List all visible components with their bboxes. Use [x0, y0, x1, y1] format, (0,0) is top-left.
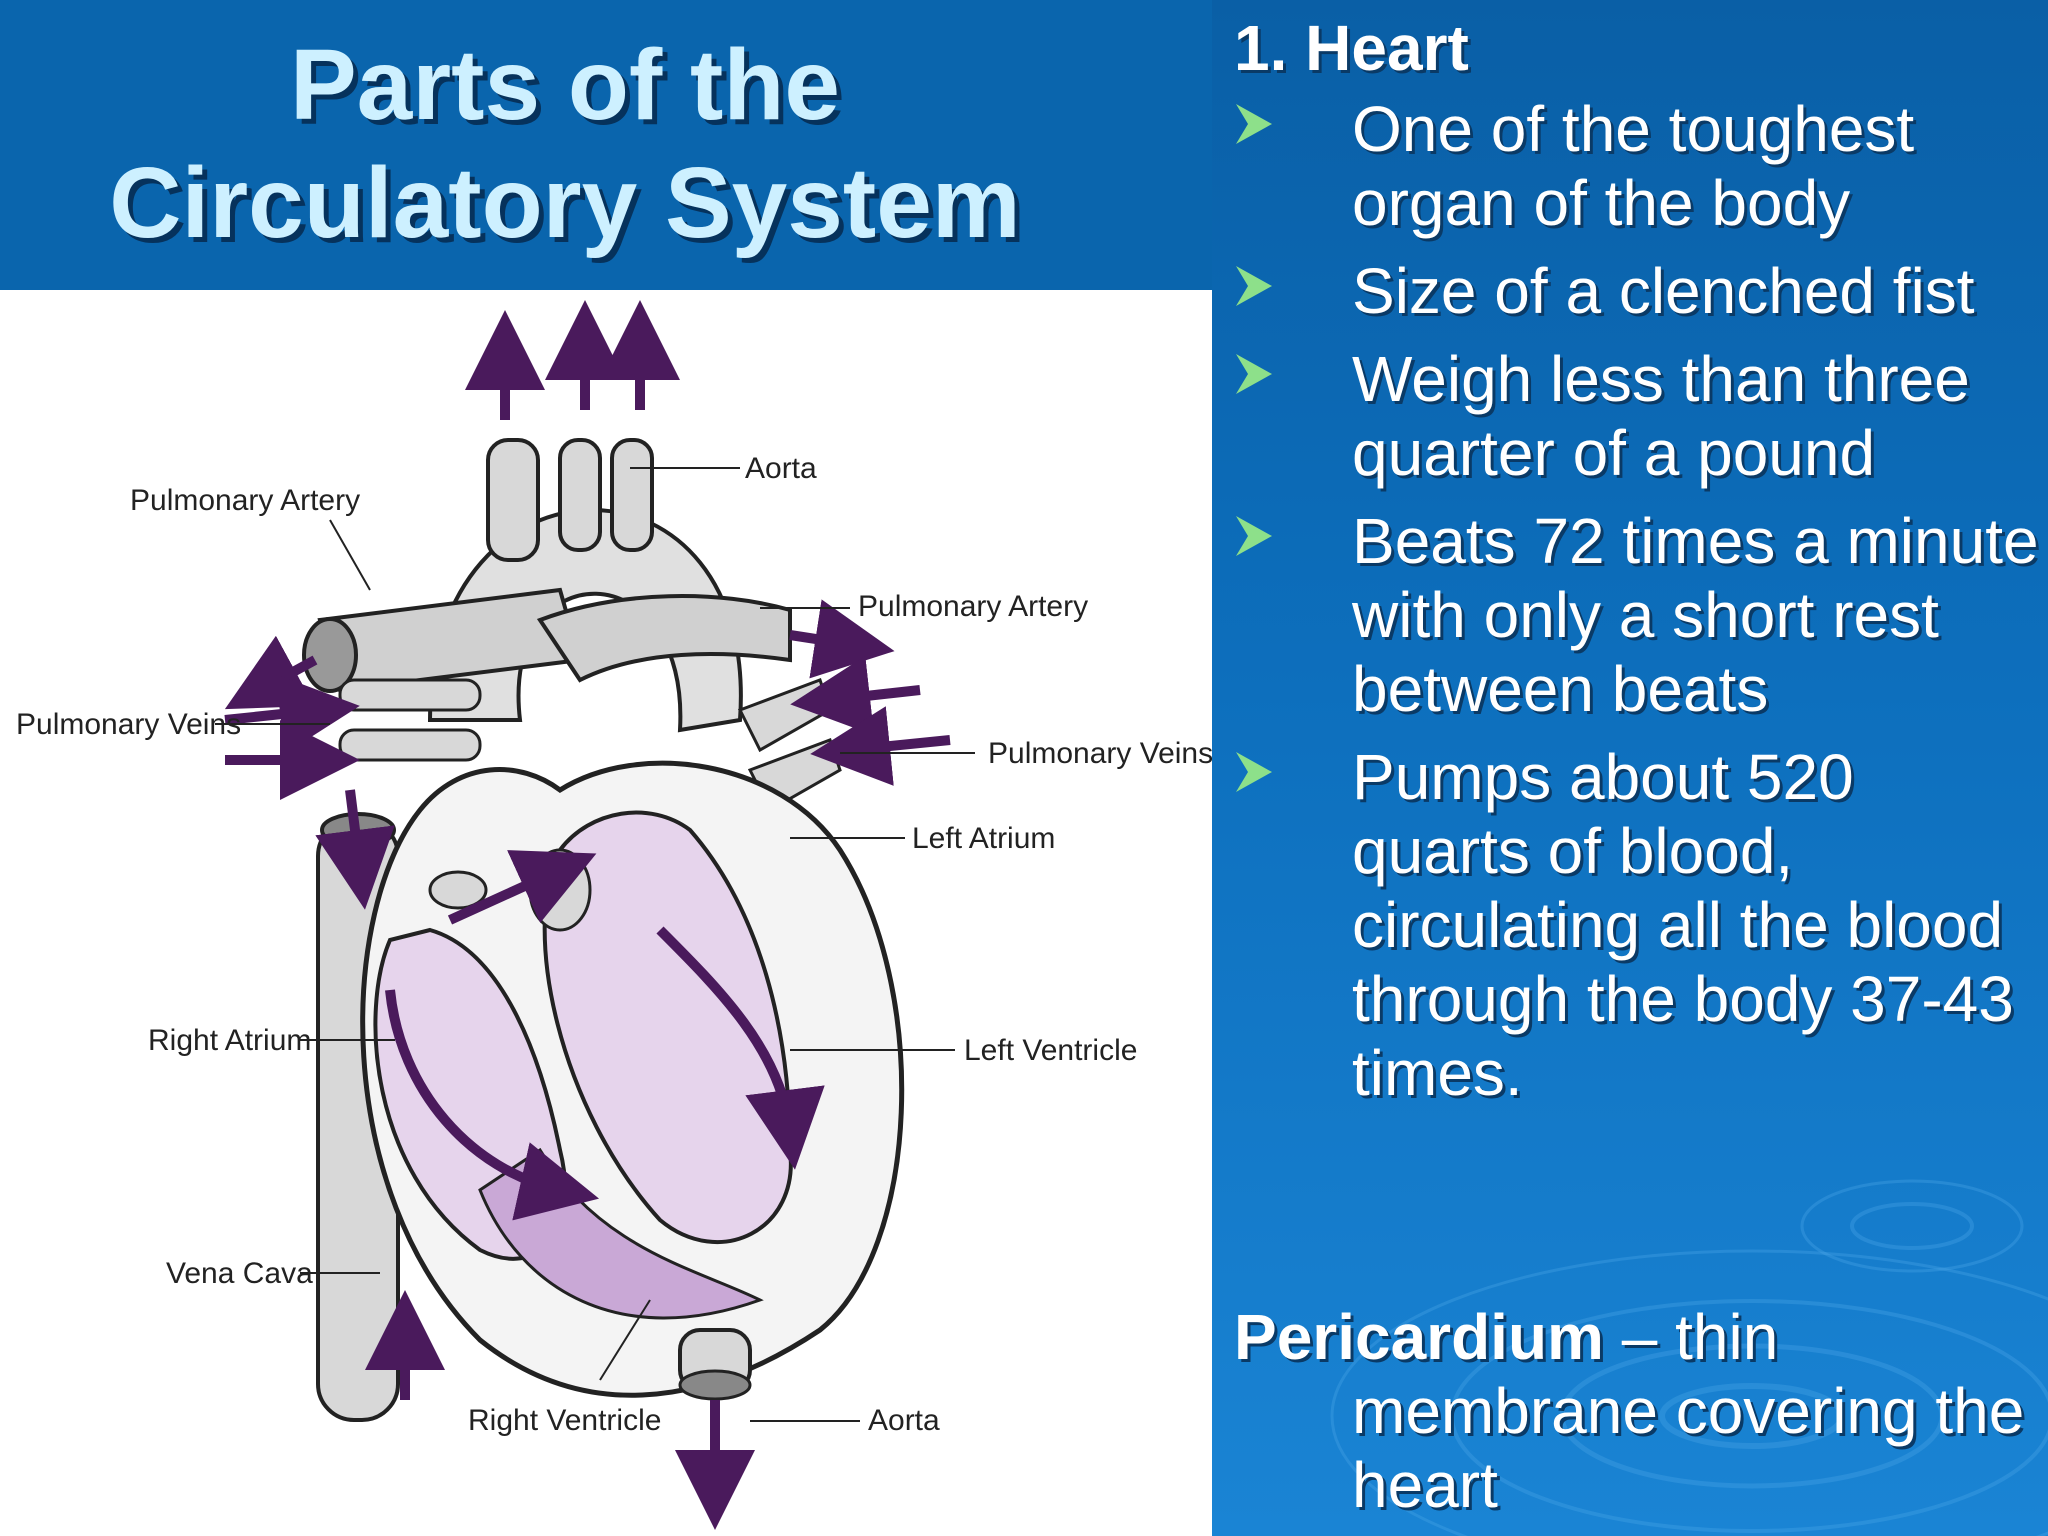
- list-item: One of the toughest organ of the body: [1234, 92, 2040, 240]
- title-line-2: Circulatory System: [109, 147, 1021, 259]
- water-ripple-decoration: [1330, 1179, 2048, 1536]
- section-heading: 1. Heart: [1234, 12, 1469, 84]
- list-item: Pumps about 520 quarts of blood, circula…: [1234, 740, 2040, 1110]
- pulmonary-artery-shape: [302, 587, 792, 693]
- slide-title: Parts of the Circulatory System: [0, 26, 1130, 262]
- label-pulmonary-artery-right: Pulmonary Artery: [858, 590, 1088, 623]
- bullet-text: One of the toughest organ of the body: [1352, 93, 1915, 239]
- list-item: Weigh less than three quarter of a pound: [1234, 342, 2040, 490]
- arrow-bullet-icon: [1236, 752, 1272, 792]
- pericardium-definition: Pericardium – thin membrane covering the…: [1234, 1300, 2034, 1522]
- label-pulmonary-veins-left: Pulmonary Veins: [16, 708, 241, 741]
- heart-diagram: Aorta Pulmonary Artery Pulmonary Artery …: [16, 300, 1212, 1530]
- label-aorta-bottom: Aorta: [868, 1404, 940, 1437]
- list-item: Beats 72 times a minute with only a shor…: [1234, 504, 2040, 726]
- definition-first-line: – thin: [1603, 1301, 1779, 1373]
- bullet-text: Pumps about 520 quarts of blood, circula…: [1352, 741, 2014, 1109]
- label-left-ventricle: Left Ventricle: [964, 1034, 1137, 1067]
- arrow-bullet-icon: [1236, 104, 1272, 144]
- blood-flow-arrows: [224, 300, 951, 1530]
- bullet-text: Beats 72 times a minute with only a shor…: [1352, 505, 2039, 725]
- bullet-text: Size of a clenched fist: [1352, 255, 1975, 327]
- definition-term: Pericardium: [1234, 1301, 1604, 1373]
- label-left-atrium: Left Atrium: [912, 822, 1055, 855]
- arrow-bullet-icon: [1236, 354, 1272, 394]
- aorta-bottom-shape: [678, 1328, 752, 1401]
- facts-list: One of the toughest organ of the body Si…: [1234, 92, 2040, 1110]
- list-item: Size of a clenched fist: [1234, 254, 2040, 328]
- title-band: Parts of the Circulatory System: [0, 0, 1212, 290]
- label-vena-cava: Vena Cava: [166, 1257, 313, 1290]
- bullet-text: Weigh less than three quarter of a pound: [1352, 343, 1970, 489]
- heart-diagram-panel: Aorta Pulmonary Artery Pulmonary Artery …: [0, 290, 1212, 1536]
- label-right-ventricle: Right Ventricle: [468, 1404, 661, 1437]
- label-leader-lines: [215, 467, 975, 1422]
- label-aorta-top: Aorta: [745, 452, 817, 485]
- label-right-atrium: Right Atrium: [148, 1024, 311, 1057]
- definition-text: membrane covering the heart: [1352, 1375, 2025, 1521]
- label-pulmonary-artery-left: Pulmonary Artery: [130, 484, 360, 517]
- label-pulmonary-veins-right: Pulmonary Veins: [988, 737, 1212, 770]
- heart-body-shape: [360, 760, 905, 1398]
- title-line-1: Parts of the: [289, 29, 841, 141]
- arrow-bullet-icon: [1236, 266, 1272, 306]
- arrow-bullet-icon: [1236, 516, 1272, 556]
- heart-facts: 1. Heart One of the toughest organ of th…: [1234, 10, 2040, 1124]
